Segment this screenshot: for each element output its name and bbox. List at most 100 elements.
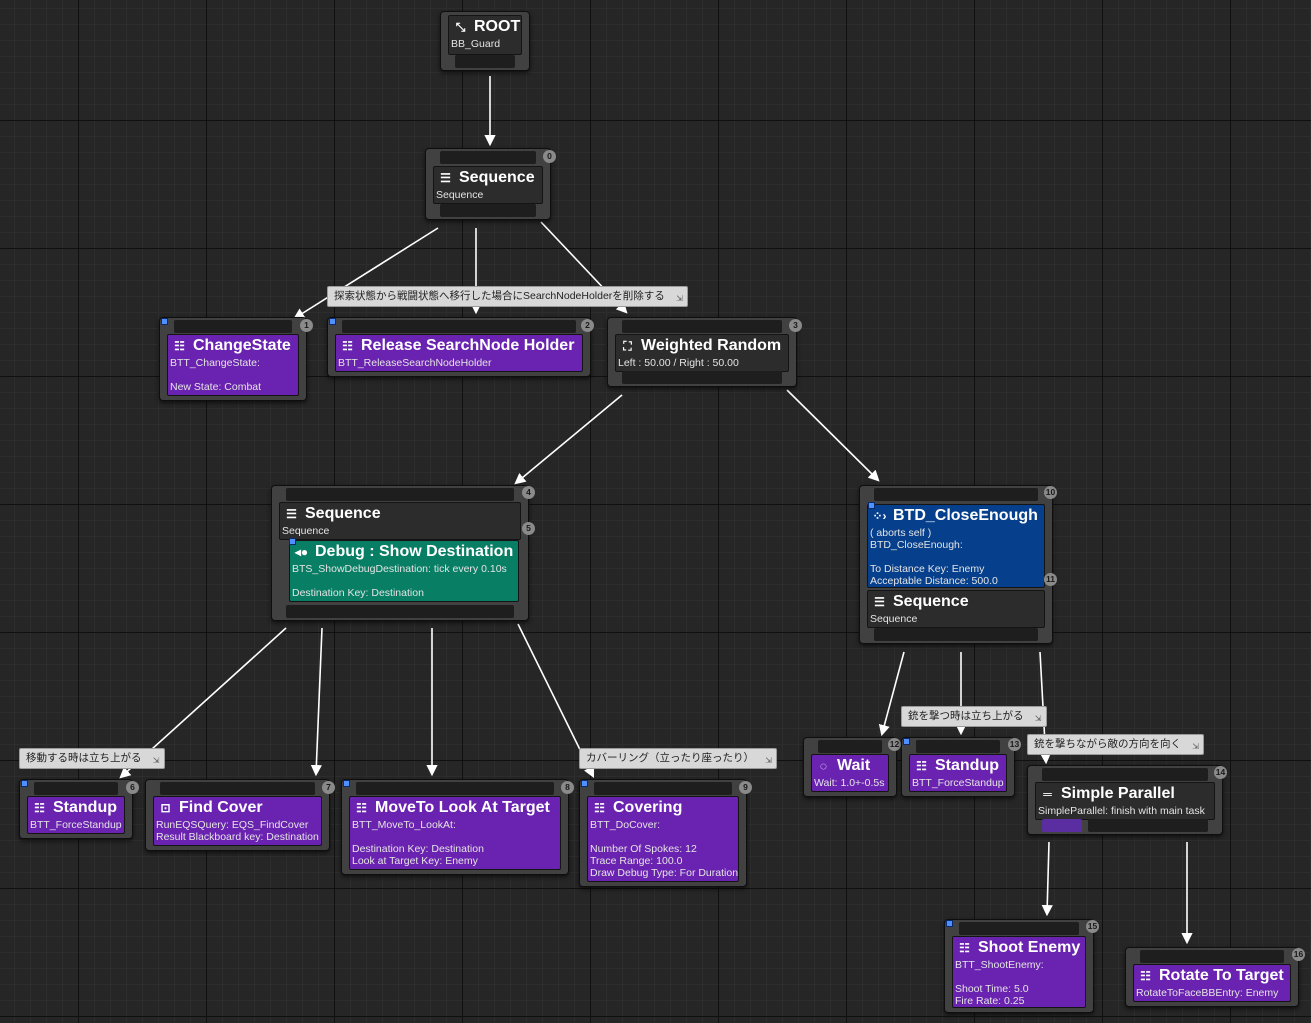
input-pin[interactable] bbox=[1042, 768, 1208, 781]
comment-pin-icon[interactable]: ⇲ bbox=[152, 756, 160, 765]
comment-standup-move[interactable]: 移動する時は立ち上がる⇲ bbox=[19, 748, 165, 769]
node-title: Standup bbox=[935, 757, 999, 774]
node-detail: Wait: 1.0+-0.5s bbox=[814, 777, 885, 789]
task-icon: ☷ bbox=[34, 800, 45, 815]
node-title: Wait bbox=[837, 757, 871, 774]
node-title: Rotate To Target bbox=[1159, 967, 1284, 984]
input-pin[interactable] bbox=[959, 922, 1079, 935]
comment-remove-searchnode-holder[interactable]: 探索状態から戦闘状態へ移行した場合にSearchNodeHolderを削除する⇲ bbox=[327, 286, 688, 307]
node-detail: RotateToFaceBBEntry: Enemy bbox=[1136, 987, 1279, 999]
sequence-icon: ☰ bbox=[286, 506, 297, 521]
node-title: Covering bbox=[613, 799, 683, 816]
input-pin[interactable] bbox=[874, 488, 1038, 501]
node-detail: Fire Rate: 0.25 bbox=[955, 995, 1025, 1007]
output-pin[interactable] bbox=[455, 55, 515, 68]
simple-parallel-node[interactable]: ═Simple Parallel SimpleParallel: finish … bbox=[1027, 765, 1227, 835]
task-node-release-searchnode-holder[interactable]: ☷ Release SearchNode Holder BTT_ReleaseSe… bbox=[327, 317, 594, 377]
node-detail: BTT_ChangeState: bbox=[170, 357, 260, 369]
breakpoint-marker bbox=[289, 538, 296, 545]
input-pin[interactable] bbox=[160, 782, 315, 795]
node-title: ChangeState bbox=[193, 337, 291, 354]
task-icon: ☷ bbox=[342, 338, 353, 353]
execution-index: 5 bbox=[522, 522, 535, 535]
node-title: Simple Parallel bbox=[1061, 785, 1175, 802]
comment-face-enemy[interactable]: 銃を撃ちながら敵の方向を向く⇲ bbox=[1027, 734, 1204, 755]
breakpoint-marker bbox=[161, 318, 168, 325]
node-title: Sequence bbox=[893, 593, 969, 610]
node-detail: Trace Range: 100.0 bbox=[590, 855, 683, 867]
sequence-node-11-with-decorator[interactable]: ⁘›BTD_CloseEnough ( aborts self ) BTD_Cl… bbox=[859, 485, 1057, 644]
execution-index: 7 bbox=[322, 781, 335, 794]
input-pin[interactable] bbox=[174, 320, 292, 333]
task-node-standup-13[interactable]: ☷Standup BTT_ForceStandup 13 bbox=[901, 737, 1021, 797]
input-pin[interactable] bbox=[440, 151, 536, 164]
eqs-node-find-cover[interactable]: ⊡ Find Cover RunEQSQuery: EQS_FindCover R… bbox=[145, 779, 335, 851]
node-subtitle: Sequence bbox=[870, 613, 918, 625]
execution-index: 16 bbox=[1292, 948, 1305, 961]
output-pin[interactable] bbox=[622, 371, 782, 384]
breakpoint-marker bbox=[946, 920, 953, 927]
output-pin[interactable] bbox=[440, 204, 536, 217]
service-debug-show-destination[interactable]: ◂● Debug : Show Destination BTS_ShowDebug… bbox=[289, 540, 519, 602]
random-icon: ⛶ bbox=[623, 338, 632, 353]
comment-standup-shoot[interactable]: 銃を撃つ時は立ち上がる⇲ bbox=[901, 706, 1047, 727]
root-node[interactable]: ⤡ROOT BB_Guard bbox=[440, 11, 530, 71]
output-pin[interactable] bbox=[286, 605, 514, 618]
node-detail: Destination Key: Destination bbox=[352, 843, 484, 855]
node-subtitle: SimpleParallel: finish with main task bbox=[1038, 805, 1205, 817]
output-pin[interactable] bbox=[874, 628, 1038, 641]
task-node-wait[interactable]: ◌Wait Wait: 1.0+-0.5s 12 bbox=[803, 737, 901, 797]
input-pin[interactable] bbox=[286, 488, 514, 501]
input-pin[interactable] bbox=[1140, 950, 1284, 963]
input-pin[interactable] bbox=[594, 782, 732, 795]
task-node-change-state[interactable]: ☷ChangeState BTT_ChangeState: New State:… bbox=[159, 317, 313, 401]
node-detail: RunEQSQuery: EQS_FindCover bbox=[156, 819, 309, 831]
task-node-shoot-enemy[interactable]: ☷Shoot Enemy BTT_ShootEnemy: Shoot Time:… bbox=[944, 919, 1099, 1013]
task-icon: ☷ bbox=[959, 940, 970, 955]
comment-pin-icon[interactable]: ⇲ bbox=[676, 294, 683, 303]
task-node-rotate-to-target[interactable]: ☷Rotate To Target RotateToFaceBBEntry: E… bbox=[1125, 947, 1305, 1007]
task-node-standup-6[interactable]: ☷Standup BTT_ForceStandup 6 bbox=[19, 779, 139, 839]
service-detail: Destination Key: Destination bbox=[292, 587, 424, 599]
input-pin[interactable] bbox=[356, 782, 554, 795]
comment-pin-icon[interactable]: ⇲ bbox=[1192, 742, 1199, 751]
input-pin[interactable] bbox=[342, 320, 576, 333]
node-title: Standup bbox=[53, 799, 117, 816]
execution-index: 9 bbox=[739, 781, 752, 794]
node-title: Find Cover bbox=[179, 799, 263, 816]
execution-index: 2 bbox=[581, 319, 594, 332]
weighted-random-node[interactable]: ⛶Weighted Random Left : 50.00 / Right : … bbox=[607, 317, 802, 387]
task-node-covering[interactable]: ☷Covering BTT_DoCover: Number Of Spokes:… bbox=[579, 779, 752, 887]
node-detail: BTT_ReleaseSearchNodeHolder bbox=[338, 357, 492, 369]
sequence-node-0[interactable]: ☰Sequence Sequence 0 bbox=[425, 148, 556, 220]
task-icon: ☷ bbox=[174, 338, 185, 353]
comment-pin-icon[interactable]: ⇲ bbox=[1034, 714, 1042, 723]
execution-index: 3 bbox=[789, 319, 802, 332]
main-task-pin[interactable] bbox=[1042, 819, 1082, 832]
input-pin[interactable] bbox=[34, 782, 118, 795]
execution-index: 6 bbox=[126, 781, 139, 794]
input-pin[interactable] bbox=[916, 740, 1000, 753]
node-detail: Result Blackboard key: Destination bbox=[156, 831, 319, 843]
service-title: Debug : Show Destination bbox=[315, 543, 514, 560]
execution-index: 10 bbox=[1044, 486, 1057, 499]
decorator-detail: ( aborts self ) bbox=[870, 527, 932, 539]
decorator-detail: BTD_CloseEnough: bbox=[870, 539, 963, 551]
sequence-node-4[interactable]: ☰Sequence Sequence ◂●Debug : Show Destin… bbox=[271, 485, 535, 621]
service-detail: BTS_ShowDebugDestination: tick every 0.1… bbox=[292, 563, 507, 575]
task-icon: ☷ bbox=[356, 800, 367, 815]
input-pin[interactable] bbox=[622, 320, 782, 333]
decorator-detail: To Distance Key: Enemy bbox=[870, 563, 985, 575]
service-icon: ◂● bbox=[294, 544, 309, 559]
node-title: Sequence bbox=[305, 505, 381, 522]
breakpoint-marker bbox=[329, 318, 336, 325]
node-detail: Shoot Time: 5.0 bbox=[955, 983, 1029, 995]
comment-pin-icon[interactable]: ⇲ bbox=[765, 756, 772, 765]
input-pin[interactable] bbox=[818, 740, 882, 753]
comment-covering[interactable]: カバーリング（立ったり座ったり）⇲ bbox=[579, 748, 777, 769]
background-pin[interactable] bbox=[1088, 819, 1208, 832]
node-title: Release SearchNode Holder bbox=[361, 337, 575, 354]
decorator-btd-close-enough[interactable]: ⁘›BTD_CloseEnough ( aborts self ) BTD_Cl… bbox=[867, 504, 1045, 588]
eqs-icon: ⊡ bbox=[160, 800, 171, 815]
task-node-moveto-look-at-target[interactable]: ☷MoveTo Look At Target BTT_MoveTo_LookAt… bbox=[341, 779, 574, 875]
